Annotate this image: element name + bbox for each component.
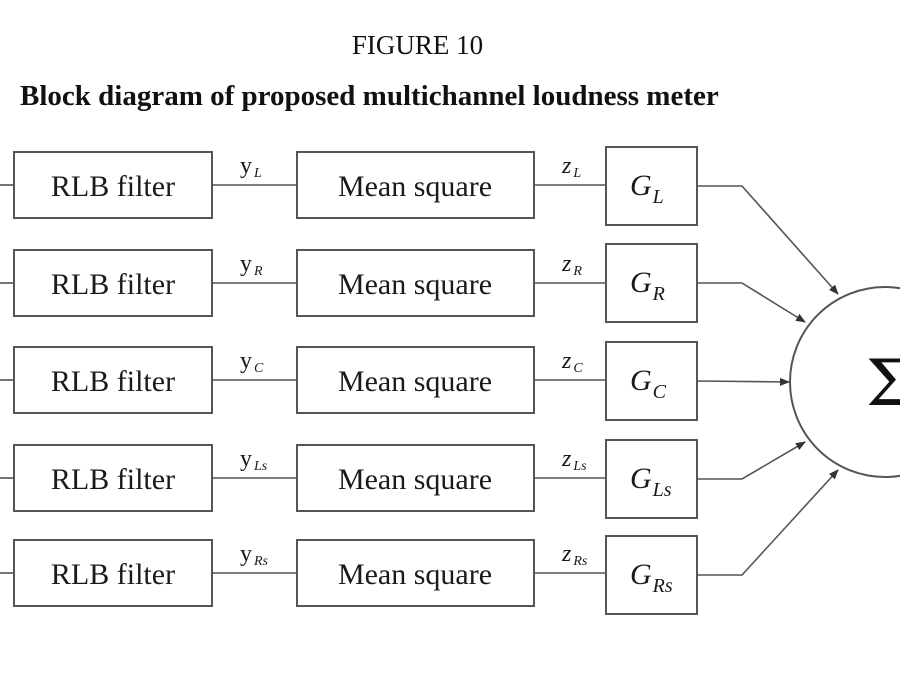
mean-square-label: Mean square: [338, 268, 492, 301]
rlb-filter-label: RLB filter: [51, 558, 175, 591]
rlb-filter-box: [13, 539, 213, 607]
rlb-filter-box: [13, 249, 213, 317]
sum-input-arrow: [697, 185, 839, 295]
gain-label: GL: [630, 169, 664, 208]
gain-label: GC: [630, 364, 667, 403]
gain-box: [605, 146, 698, 226]
sum-input-arrow: [697, 469, 839, 576]
mean-square-label: Mean square: [338, 365, 492, 398]
rlb-filter-label: RLB filter: [51, 365, 175, 398]
mean-square-label: Mean square: [338, 463, 492, 496]
summing-circle: [789, 286, 900, 478]
figure-label: FIGURE 10: [351, 30, 484, 60]
rlb-filter-box: [13, 151, 213, 219]
gain-label: GRs: [630, 558, 673, 597]
gain-box: [605, 341, 698, 421]
mean-square-box: [296, 539, 535, 607]
sum-input-arrow: [697, 282, 806, 323]
mean-square-label: Mean square: [338, 170, 492, 203]
rlb-filter-label: RLB filter: [51, 463, 175, 496]
sum-input-arrow: [696, 377, 790, 386]
rlb-filter-box: [13, 444, 213, 512]
mean-square-box: [296, 151, 535, 219]
sum-input-arrow: [697, 441, 806, 480]
rlb-filter-label: RLB filter: [51, 268, 175, 301]
gain-box: [605, 243, 698, 323]
mean-square-label: Mean square: [338, 558, 492, 591]
summing-junction: Σ: [789, 286, 900, 478]
figure-title: Block diagram of proposed multichannel l…: [20, 80, 719, 112]
gain-label: GR: [630, 266, 665, 305]
sum-symbol: Σ: [866, 347, 900, 421]
gain-label: GLs: [630, 462, 672, 501]
rlb-filter-box: [13, 346, 213, 414]
rlb-filter-label: RLB filter: [51, 170, 175, 203]
